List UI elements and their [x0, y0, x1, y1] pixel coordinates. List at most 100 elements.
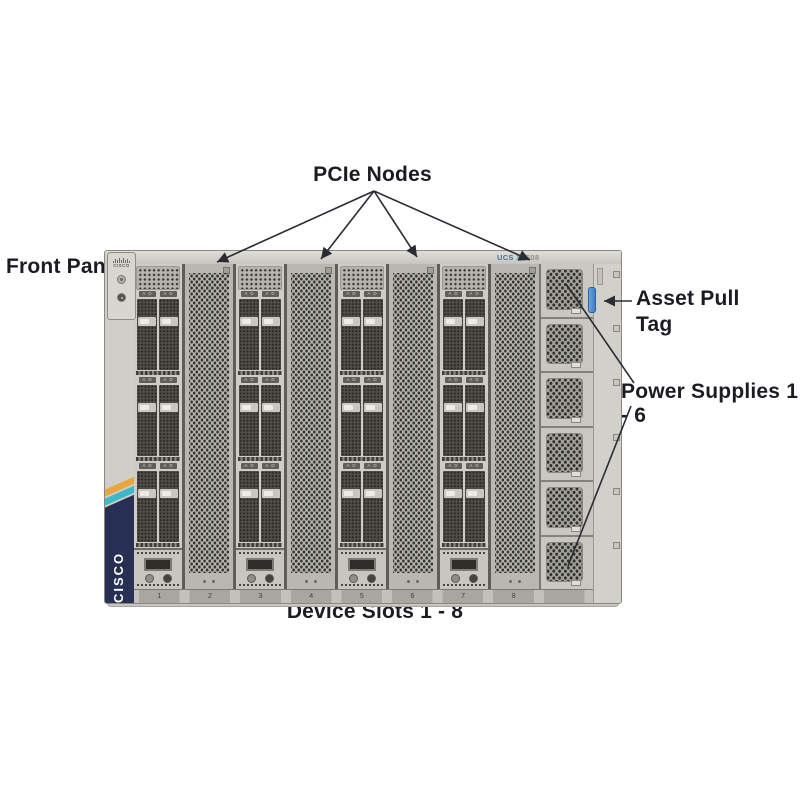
drive-latch[interactable] — [466, 317, 484, 327]
drive-latch[interactable] — [262, 317, 280, 327]
drive-latch[interactable] — [364, 317, 382, 327]
drive-bay[interactable] — [159, 298, 179, 370]
drive-bay[interactable] — [261, 470, 281, 542]
left-rail: CISCO — [105, 264, 135, 603]
node-power-button[interactable] — [246, 573, 256, 583]
drive-bay[interactable] — [465, 298, 485, 370]
drive-latch[interactable] — [240, 489, 258, 499]
section-divider — [340, 456, 384, 461]
drive-bay[interactable] — [261, 384, 281, 456]
power-supply-4[interactable] — [541, 428, 593, 482]
psu-latch[interactable] — [571, 471, 581, 477]
node-power-button[interactable] — [144, 573, 154, 583]
node-power-button[interactable] — [450, 573, 460, 583]
pcie-node-slot-6[interactable] — [389, 264, 437, 589]
power-supply-5[interactable] — [541, 482, 593, 537]
drive-latch[interactable] — [138, 317, 156, 327]
drive-bay[interactable] — [443, 384, 463, 456]
drive-latch[interactable] — [342, 403, 360, 413]
drive-latch[interactable] — [466, 403, 484, 413]
drive-bay[interactable] — [239, 298, 259, 370]
drive-bay[interactable] — [363, 470, 383, 542]
psu-latch[interactable] — [571, 362, 581, 368]
console-port[interactable] — [450, 557, 478, 571]
rail-screw — [613, 542, 620, 549]
power-supply-6[interactable] — [541, 537, 593, 590]
section-divider — [340, 370, 384, 375]
drive-latch[interactable] — [138, 489, 156, 499]
drive-latch[interactable] — [160, 403, 178, 413]
drive-tag: A D — [139, 377, 156, 384]
drive-latch[interactable] — [444, 403, 462, 413]
drive-latch[interactable] — [342, 317, 360, 327]
drive-latch[interactable] — [342, 489, 360, 499]
power-supply-1[interactable] — [541, 264, 593, 319]
psu-latch[interactable] — [571, 525, 581, 532]
section-divider — [442, 456, 486, 461]
drive-latch[interactable] — [240, 403, 258, 413]
power-supply-2[interactable] — [541, 319, 593, 373]
console-port[interactable] — [348, 557, 376, 571]
drive-latch[interactable] — [262, 489, 280, 499]
node-locator-button[interactable] — [366, 573, 376, 583]
drive-latch[interactable] — [160, 489, 178, 499]
drive-tag: A D — [139, 463, 156, 470]
drive-bay[interactable] — [137, 298, 157, 370]
drive-latch[interactable] — [262, 403, 280, 413]
drive-bay[interactable] — [341, 298, 361, 370]
section-divider — [442, 370, 486, 375]
drive-bay[interactable] — [159, 384, 179, 456]
drive-bay[interactable] — [465, 470, 485, 542]
node-locator-button[interactable] — [162, 573, 172, 583]
drive-bay[interactable] — [239, 470, 259, 542]
drive-bay[interactable] — [239, 384, 259, 456]
node-locator-button[interactable] — [468, 573, 478, 583]
node-locator-button[interactable] — [264, 573, 274, 583]
pcie-node-slot-4[interactable] — [287, 264, 335, 589]
drive-bay[interactable] — [261, 298, 281, 370]
drive-bay[interactable] — [159, 470, 179, 542]
drive-bay[interactable] — [363, 384, 383, 456]
arrow-pcie-slot4 — [320, 190, 375, 260]
drive-bay[interactable] — [341, 470, 361, 542]
drive-bay[interactable] — [137, 384, 157, 456]
node-power-button[interactable] — [348, 573, 358, 583]
drive-latch[interactable] — [240, 317, 258, 327]
drive-latch[interactable] — [160, 317, 178, 327]
pcie-node-slot-2[interactable] — [185, 264, 233, 589]
drive-latch[interactable] — [444, 317, 462, 327]
drive-bay[interactable] — [363, 298, 383, 370]
asset-pull-tag-label-line2: Tag — [636, 313, 673, 336]
drive-latch[interactable] — [138, 403, 156, 413]
power-button[interactable] — [117, 275, 126, 284]
drive-bay[interactable] — [443, 470, 463, 542]
psu-latch[interactable] — [571, 307, 581, 314]
pcie-node-slot-8[interactable] — [491, 264, 539, 589]
drive-latch[interactable] — [364, 489, 382, 499]
console-port[interactable] — [246, 557, 274, 571]
section-divider — [238, 542, 282, 547]
drive-latch[interactable] — [444, 489, 462, 499]
drive-latch[interactable] — [466, 489, 484, 499]
slot-number-label: 2 — [207, 593, 212, 600]
drive-bay[interactable] — [443, 298, 463, 370]
psu-latch[interactable] — [571, 416, 581, 423]
psu-grille — [546, 487, 583, 528]
locator-button[interactable] — [117, 293, 126, 302]
drive-bay[interactable] — [465, 384, 485, 456]
drive-bay[interactable] — [137, 470, 157, 542]
asset-pull-tag[interactable] — [588, 287, 596, 313]
slot-number-label: 7 — [461, 593, 466, 600]
console-port[interactable] — [144, 557, 172, 571]
drive-bay[interactable] — [341, 384, 361, 456]
power-supply-3[interactable] — [541, 373, 593, 428]
drive-latch[interactable] — [364, 403, 382, 413]
psu-latch[interactable] — [571, 580, 581, 586]
